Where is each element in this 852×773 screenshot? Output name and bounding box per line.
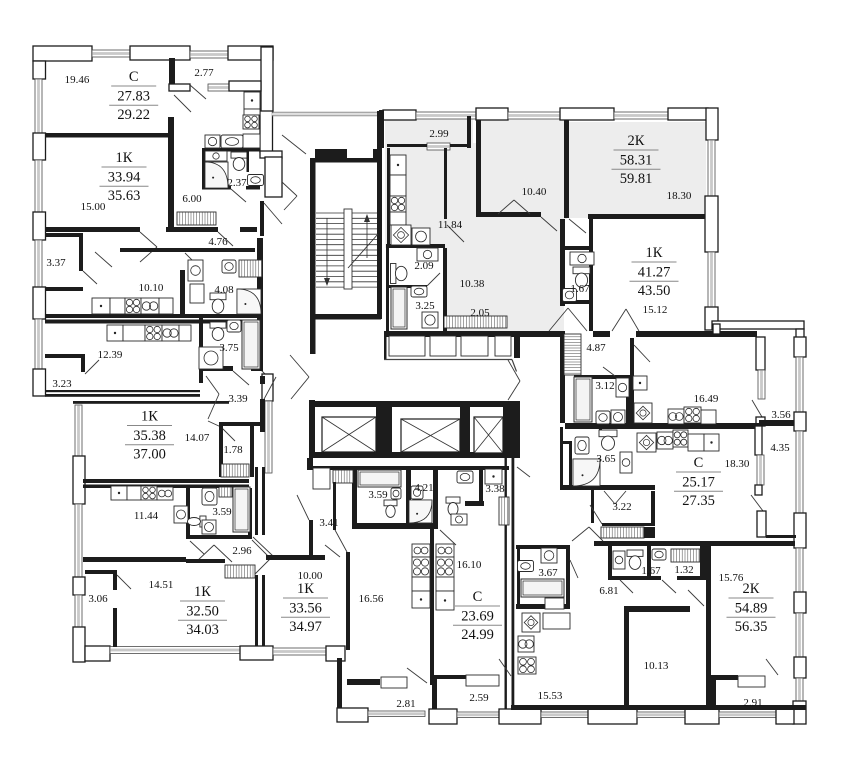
svg-text:2К: 2К	[628, 133, 645, 149]
svg-text:15.53: 15.53	[538, 690, 563, 702]
svg-text:3.25: 3.25	[415, 300, 435, 312]
svg-text:1.67: 1.67	[641, 565, 661, 577]
svg-text:1.32: 1.32	[674, 564, 693, 576]
svg-text:2К: 2К	[743, 581, 760, 597]
svg-text:4.76: 4.76	[208, 236, 228, 248]
svg-text:58.31: 58.31	[620, 152, 653, 168]
svg-text:59.81: 59.81	[620, 171, 653, 187]
svg-text:33.56: 33.56	[289, 600, 322, 616]
svg-text:12.39: 12.39	[98, 349, 123, 361]
svg-text:3.23: 3.23	[52, 378, 72, 390]
svg-text:6.81: 6.81	[599, 585, 618, 597]
svg-text:3.56: 3.56	[771, 409, 791, 421]
svg-text:10.40: 10.40	[522, 186, 547, 198]
svg-text:29.22: 29.22	[117, 107, 150, 123]
svg-text:14.07: 14.07	[185, 432, 210, 444]
svg-text:16.10: 16.10	[457, 559, 482, 571]
svg-text:27.83: 27.83	[117, 88, 150, 104]
svg-text:15.12: 15.12	[643, 304, 668, 316]
svg-text:С: С	[694, 455, 704, 471]
svg-text:27.35: 27.35	[682, 493, 715, 509]
svg-text:2.59: 2.59	[469, 692, 489, 704]
svg-text:10.10: 10.10	[139, 282, 164, 294]
svg-text:4.21: 4.21	[414, 482, 433, 494]
svg-text:3.38: 3.38	[485, 483, 505, 495]
svg-text:3.06: 3.06	[88, 593, 108, 605]
svg-text:2.05: 2.05	[470, 307, 490, 319]
svg-text:3.59: 3.59	[368, 489, 388, 501]
svg-text:15.00: 15.00	[81, 201, 106, 213]
svg-text:1К: 1К	[194, 584, 211, 600]
svg-text:1.78: 1.78	[223, 444, 243, 456]
svg-text:3.65: 3.65	[596, 453, 616, 465]
svg-text:3.37: 3.37	[46, 257, 66, 269]
svg-text:1К: 1К	[116, 150, 133, 166]
svg-text:10.38: 10.38	[460, 278, 485, 290]
svg-text:2.91: 2.91	[743, 697, 762, 709]
svg-text:54.89: 54.89	[735, 600, 768, 616]
svg-text:1К: 1К	[646, 245, 663, 261]
svg-text:6.00: 6.00	[182, 193, 202, 205]
svg-text:43.50: 43.50	[638, 283, 671, 299]
svg-text:1К: 1К	[297, 581, 314, 597]
svg-text:С: С	[473, 589, 483, 605]
svg-text:10.13: 10.13	[644, 660, 669, 672]
svg-text:41.27: 41.27	[638, 264, 671, 280]
svg-text:3.22: 3.22	[612, 501, 631, 513]
svg-text:34.97: 34.97	[289, 619, 322, 635]
svg-text:35.63: 35.63	[108, 188, 141, 204]
svg-text:2.99: 2.99	[429, 128, 449, 140]
svg-text:37.00: 37.00	[133, 446, 166, 462]
svg-text:1К: 1К	[141, 409, 158, 425]
svg-text:2.81: 2.81	[396, 698, 415, 710]
svg-text:16.49: 16.49	[694, 393, 719, 405]
svg-text:4.08: 4.08	[214, 284, 234, 296]
svg-text:35.38: 35.38	[133, 428, 166, 444]
svg-text:23.69: 23.69	[461, 608, 494, 624]
svg-text:4.87: 4.87	[586, 342, 606, 354]
svg-text:3.75: 3.75	[219, 342, 239, 354]
svg-text:2.77: 2.77	[194, 67, 214, 79]
svg-text:34.03: 34.03	[186, 622, 219, 638]
svg-text:11.84: 11.84	[438, 219, 463, 231]
svg-text:4.35: 4.35	[770, 442, 790, 454]
svg-text:3.12: 3.12	[595, 380, 614, 392]
svg-text:14.51: 14.51	[149, 579, 174, 591]
svg-text:11.44: 11.44	[134, 510, 159, 522]
svg-text:3.39: 3.39	[228, 393, 248, 405]
svg-text:2.09: 2.09	[414, 260, 434, 272]
svg-text:56.35: 56.35	[735, 619, 768, 635]
svg-text:3.67: 3.67	[538, 567, 558, 579]
svg-text:32.50: 32.50	[186, 603, 219, 619]
svg-text:18.30: 18.30	[667, 190, 692, 202]
svg-text:18.30: 18.30	[725, 458, 750, 470]
svg-text:16.56: 16.56	[359, 593, 384, 605]
svg-text:10.00: 10.00	[298, 570, 323, 582]
svg-text:25.17: 25.17	[682, 474, 715, 490]
svg-text:33.94: 33.94	[108, 169, 141, 185]
svg-text:2.96: 2.96	[232, 545, 252, 557]
svg-text:3.41: 3.41	[319, 517, 338, 529]
svg-text:24.99: 24.99	[461, 627, 494, 643]
svg-text:2.37: 2.37	[227, 177, 247, 189]
svg-text:15.76: 15.76	[719, 572, 744, 584]
svg-text:С: С	[129, 69, 139, 85]
svg-text:3.59: 3.59	[212, 506, 232, 518]
svg-text:1.67: 1.67	[570, 283, 590, 295]
svg-text:19.46: 19.46	[65, 74, 90, 86]
